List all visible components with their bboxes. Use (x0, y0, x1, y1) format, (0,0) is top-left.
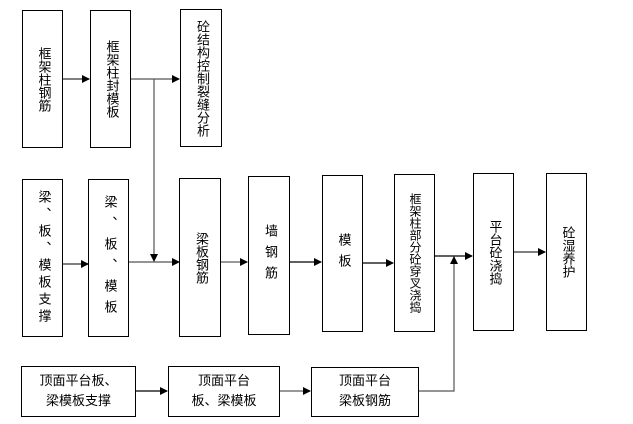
node-platform-concrete: 平台砼浇捣 (473, 173, 514, 331)
node-label: 框架柱部分砼穿叉浇捣 (408, 193, 422, 313)
node-label: 梁板钢筋 (193, 231, 208, 284)
node-label: 梁、板、模板支撑 (35, 190, 51, 326)
node-beam-support: 梁、板、模板支撑 (22, 179, 63, 337)
node-crack-analysis: 砼结构控制裂缝分析 (180, 9, 222, 147)
node-label: 顶面平台 板、梁模板 (191, 373, 257, 409)
node-beam-rebar: 梁板钢筋 (179, 178, 221, 337)
node-label: 顶面平台 梁板钢筋 (338, 374, 391, 409)
node-label: 墙钢筋 (262, 224, 277, 287)
node-col-concrete: 框架柱部分砼穿叉浇捣 (394, 174, 435, 332)
node-curing: 砼湿养护 (546, 173, 587, 331)
node-col-rebar: 框架柱钢筋 (22, 10, 63, 148)
node-label: 砼湿养护 (559, 226, 575, 278)
node-label: 梁、板、模板 (101, 195, 117, 321)
node-roof-support: 顶面平台板、 梁模板支撑 (21, 366, 136, 417)
node-roof-formwork: 顶面平台 板、梁模板 (168, 366, 280, 417)
node-label: 平台砼浇捣 (486, 219, 502, 285)
node-label: 顶面平台板、 梁模板支撑 (39, 373, 118, 409)
node-col-formwork: 框架柱封模板 (90, 10, 131, 148)
node-beam-formwork: 梁、板、模板 (88, 179, 129, 337)
node-label: 模板 (335, 232, 351, 275)
node-label: 砼结构控制裂缝分析 (194, 19, 209, 137)
node-label: 框架柱钢筋 (35, 46, 51, 112)
node-wall-rebar: 墙钢筋 (248, 176, 290, 335)
node-roof-rebar: 顶面平台 梁板钢筋 (311, 367, 419, 417)
node-formwork: 模板 (322, 175, 363, 332)
node-label: 框架柱封模板 (103, 40, 119, 118)
